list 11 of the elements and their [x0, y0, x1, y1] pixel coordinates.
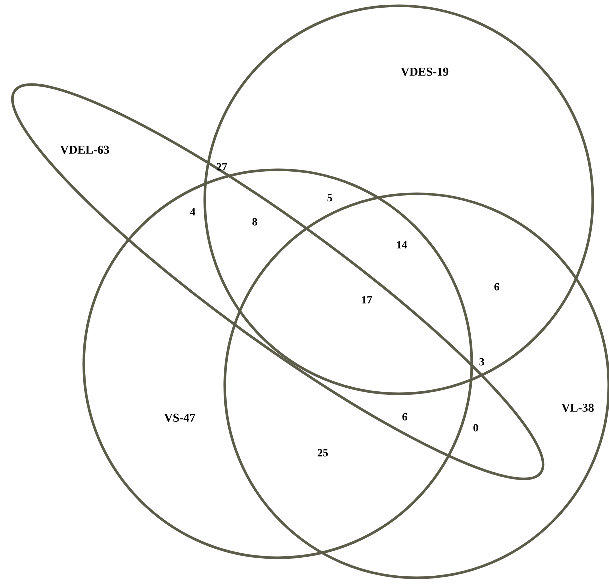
region-count: 0: [474, 424, 478, 432]
region-count: 8: [252, 218, 258, 226]
region-count: 6: [494, 283, 500, 291]
region-count: 5: [328, 194, 332, 202]
region-count: 14: [397, 241, 408, 249]
region-count: 25: [318, 449, 328, 457]
region-count: 27: [216, 163, 228, 171]
region-count: 4: [190, 208, 196, 216]
region-count: 3: [480, 358, 484, 366]
region-count: 6: [402, 413, 408, 421]
region-count: 17: [362, 296, 372, 304]
